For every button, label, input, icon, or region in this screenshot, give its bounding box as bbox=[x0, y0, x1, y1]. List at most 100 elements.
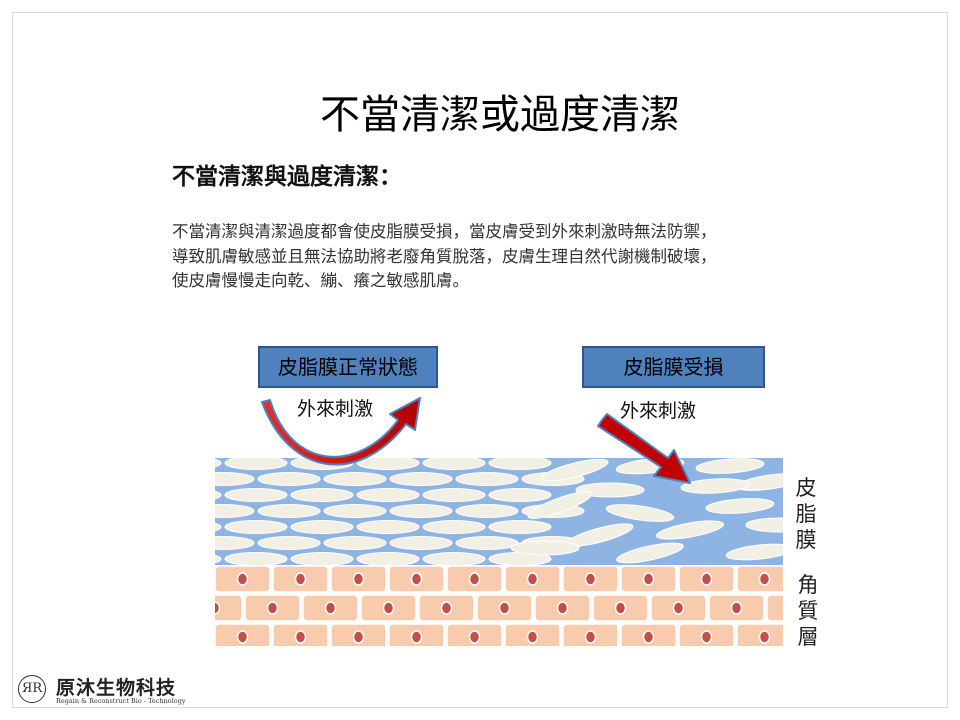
lipid-cell bbox=[605, 504, 675, 522]
cell-nucleus bbox=[294, 572, 307, 586]
lipid-cell bbox=[575, 482, 645, 498]
cell-nucleus bbox=[410, 572, 423, 586]
cell-nucleus bbox=[266, 601, 279, 615]
lipid-cell bbox=[215, 536, 255, 550]
sebum-membrane-label: 皮 脂 膜 bbox=[791, 475, 821, 553]
lipid-cell bbox=[224, 458, 288, 470]
body-line: 使皮膚慢慢走向乾、繃、癢之敏感肌膚。 bbox=[172, 271, 469, 290]
lipid-cell bbox=[290, 520, 354, 534]
lipid-cell bbox=[422, 552, 486, 566]
lipid-cell bbox=[224, 552, 288, 566]
stratum-corneum bbox=[215, 565, 783, 646]
lipid-cell bbox=[695, 458, 765, 474]
lipid-cell bbox=[215, 504, 255, 518]
cell-nucleus bbox=[642, 572, 655, 586]
cell-nucleus bbox=[584, 572, 597, 586]
lipid-cell bbox=[455, 472, 519, 486]
lipid-cell bbox=[257, 472, 321, 486]
slide-title: 不當清潔或過度清潔 bbox=[320, 92, 680, 138]
lipid-cell bbox=[257, 504, 321, 518]
cell-nucleus bbox=[236, 572, 249, 586]
stimulus-label-right: 外來刺激 bbox=[620, 400, 697, 422]
lipid-cell bbox=[290, 552, 354, 566]
cell-nucleus bbox=[410, 630, 423, 644]
lipid-cell bbox=[541, 458, 609, 482]
lipid-cell bbox=[725, 543, 783, 561]
cell-nucleus bbox=[614, 601, 627, 615]
label-char: 脂 bbox=[795, 502, 817, 526]
lipid-cell bbox=[215, 554, 222, 564]
label-char: 質 bbox=[797, 599, 819, 623]
lipid-cell bbox=[356, 520, 420, 534]
cell-nucleus bbox=[700, 630, 713, 644]
cell-nucleus bbox=[498, 601, 511, 615]
cell-nucleus bbox=[642, 630, 655, 644]
label-char: 膜 bbox=[795, 528, 817, 552]
lipid-cell bbox=[488, 520, 552, 534]
lipid-cell bbox=[422, 458, 486, 470]
deflected-stimulus-arrow bbox=[261, 397, 421, 466]
lipid-cell bbox=[488, 488, 552, 502]
cell-nucleus bbox=[236, 630, 249, 644]
cell-nucleus bbox=[440, 601, 453, 615]
lipid-cell bbox=[257, 536, 321, 550]
lipid-cell bbox=[215, 472, 255, 486]
lipid-cell bbox=[455, 536, 519, 550]
label-char: 層 bbox=[797, 625, 819, 649]
penetrating-stimulus-arrow bbox=[597, 413, 691, 484]
cell-nucleus bbox=[352, 630, 365, 644]
body-line: 導致肌膚敏感並且無法協助將老廢角質脫落，皮膚生理自然代謝機制破壞， bbox=[172, 246, 717, 266]
company-logo: ЯR 原沐生物科技 Regain & Reconstruct Bio - Tec… bbox=[18, 672, 208, 712]
company-tagline: Regain & Reconstruct Bio - Technology bbox=[56, 697, 186, 705]
label-char: 角 bbox=[797, 573, 819, 597]
lipid-cell bbox=[655, 520, 725, 540]
lipid-cell bbox=[323, 504, 387, 518]
lipid-cell bbox=[422, 488, 486, 502]
cell-nucleus bbox=[468, 630, 481, 644]
slide-subtitle: 不當清潔與過度清潔： bbox=[172, 163, 402, 190]
cell-nucleus bbox=[556, 601, 569, 615]
lipid-cell bbox=[510, 540, 580, 556]
lipid-cell bbox=[224, 488, 288, 502]
lipid-cell bbox=[389, 504, 453, 518]
cell-nucleus bbox=[700, 572, 713, 586]
lipid-cell bbox=[356, 552, 420, 566]
lipid-cell bbox=[290, 488, 354, 502]
stratum-corneum-label: 角 質 層 bbox=[793, 572, 823, 650]
corneocyte bbox=[766, 594, 783, 622]
cell-nucleus bbox=[526, 630, 539, 644]
cell-nucleus bbox=[758, 572, 771, 586]
lipid-cell bbox=[527, 491, 593, 519]
cell-nucleus bbox=[468, 572, 481, 586]
lipid-cell bbox=[215, 522, 222, 532]
lipid-cell bbox=[616, 542, 684, 564]
lipid-cell bbox=[389, 472, 453, 486]
company-name: 原沐生物科技 bbox=[56, 677, 177, 699]
cell-nucleus bbox=[526, 572, 539, 586]
lipid-cell bbox=[455, 504, 519, 518]
cell-nucleus bbox=[215, 601, 221, 615]
normal-sebum-label: 皮脂膜正常狀態 bbox=[258, 346, 438, 388]
stimulus-label-left: 外來刺激 bbox=[297, 398, 374, 420]
body-line: 不當清潔與清潔過度都會使皮脂膜受損，當皮膚受到外來刺激時無法防禦， bbox=[172, 222, 717, 241]
lipid-cell bbox=[389, 536, 453, 550]
cell-nucleus bbox=[294, 630, 307, 644]
lipid-cell bbox=[356, 458, 420, 470]
lipid-cell bbox=[422, 520, 486, 534]
cell-nucleus bbox=[730, 601, 743, 615]
body-paragraph: 不當清潔與清潔過度都會使皮脂膜受損，當皮膚受到外來刺激時無法防禦， 導致肌膚敏感… bbox=[172, 220, 892, 294]
lipid-cell bbox=[745, 517, 783, 533]
cell-nucleus bbox=[352, 572, 365, 586]
cell-nucleus bbox=[382, 601, 395, 615]
lipid-cell bbox=[215, 458, 222, 468]
label-char: 皮 bbox=[795, 476, 817, 500]
lipid-cell bbox=[488, 458, 552, 470]
cell-nucleus bbox=[584, 630, 597, 644]
lipid-cell bbox=[215, 490, 222, 500]
cell-nucleus bbox=[758, 630, 771, 644]
lipid-cell bbox=[356, 488, 420, 502]
lipid-cell bbox=[323, 472, 387, 486]
damaged-sebum-label: 皮脂膜受損 bbox=[582, 346, 765, 388]
cell-nucleus bbox=[324, 601, 337, 615]
